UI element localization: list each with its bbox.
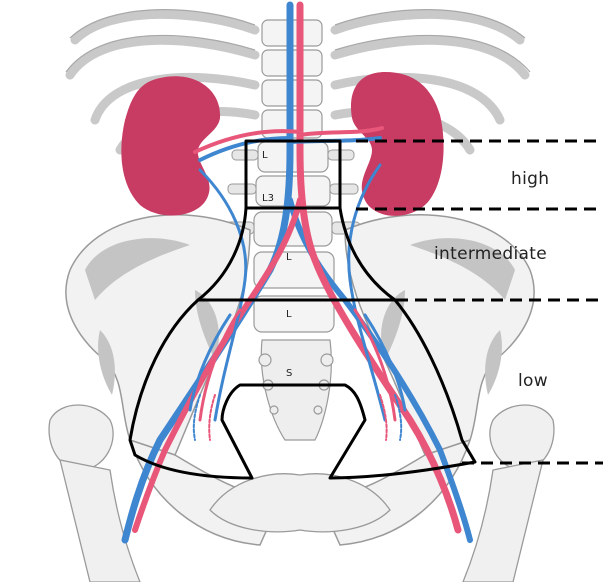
vertebra-label-l: L — [262, 150, 268, 161]
spine — [254, 20, 334, 332]
region-label-intermediate: intermediate — [434, 244, 547, 264]
vertebra-label-l-low: L — [286, 309, 292, 320]
region-label-low: low — [518, 371, 548, 391]
vertebra-label-s: S — [286, 368, 292, 379]
vertebra-label-l3: L3 — [262, 193, 274, 204]
region-label-high: high — [511, 169, 549, 189]
sacrum — [259, 340, 333, 440]
kidney-left-icon — [351, 72, 444, 216]
vertebra-label-l-intermediate: L — [286, 252, 292, 263]
